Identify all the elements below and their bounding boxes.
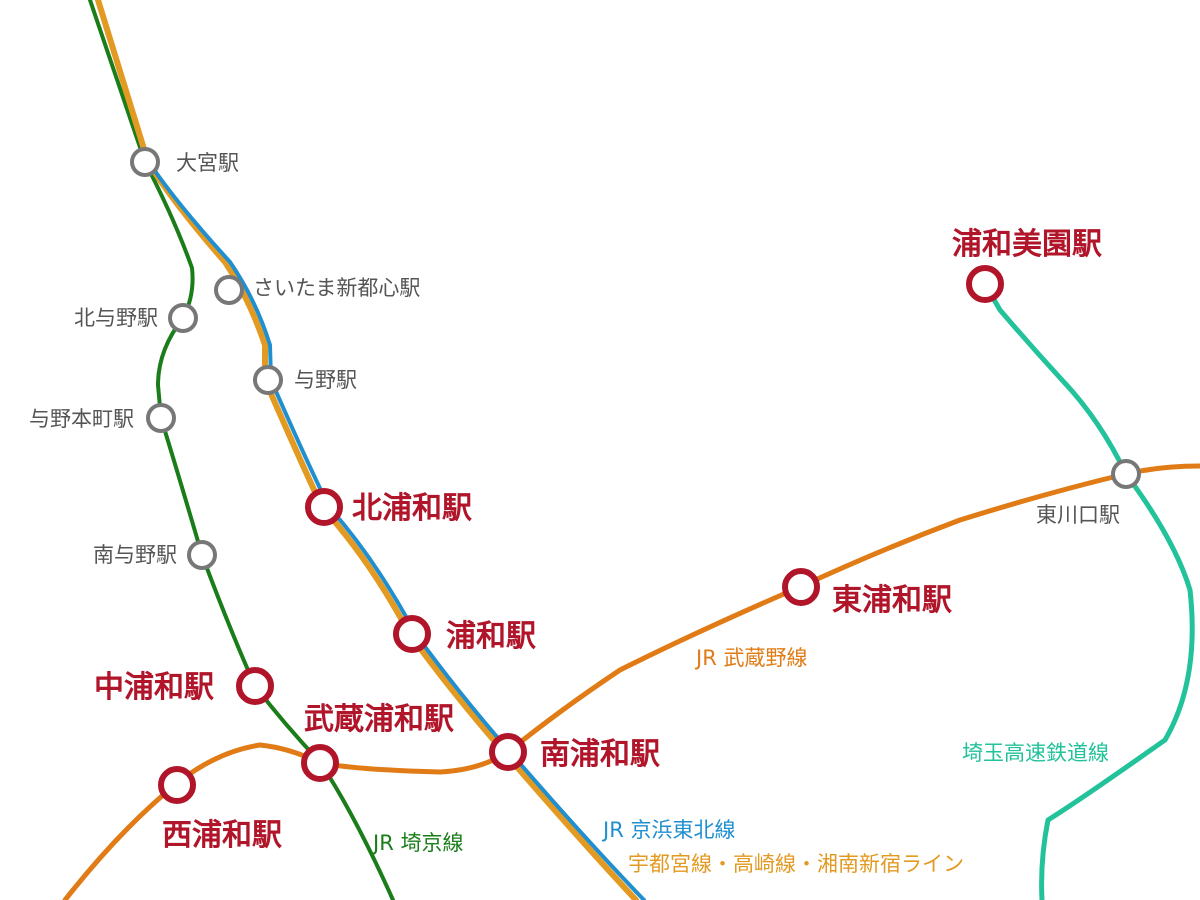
station-label-urawa: 浦和駅	[446, 619, 536, 654]
saitama-railway-line	[982, 281, 1195, 900]
station-label-urawa-misono: 浦和美園駅	[952, 227, 1102, 262]
station-marker-yono-hommachi[interactable]	[146, 403, 176, 433]
station-label-nishi-urawa: 西浦和駅	[162, 818, 282, 853]
line-label-keihin-tohoku: JR 京浜東北線	[601, 818, 735, 842]
station-marker-urawa[interactable]	[393, 615, 431, 653]
station-marker-musashi-urawa[interactable]	[301, 744, 339, 782]
station-label-omiya: 大宮駅	[176, 151, 239, 175]
station-marker-omiya[interactable]	[130, 147, 160, 177]
line-label-utsunomiya: 宇都宮線・高崎線・湘南新宿ライン	[628, 852, 964, 876]
station-marker-saitama-shintoshin[interactable]	[214, 275, 244, 305]
station-marker-yono[interactable]	[253, 365, 283, 395]
station-marker-minami-yono[interactable]	[187, 540, 217, 570]
station-label-yono: 与野駅	[294, 368, 357, 392]
station-marker-higashi-urawa[interactable]	[782, 568, 820, 606]
line-label-musashino: JR 武蔵野線	[694, 646, 807, 670]
musashino-line	[62, 463, 1200, 900]
line-label-saitama-railway: 埼玉高速鉄道線	[962, 741, 1109, 765]
station-label-naka-urawa: 中浦和駅	[94, 670, 214, 705]
station-label-saitama-shintoshin: さいたま新都心駅	[253, 276, 420, 300]
station-label-higashi-urawa: 東浦和駅	[832, 583, 952, 618]
station-marker-naka-urawa[interactable]	[236, 667, 274, 705]
station-label-kita-yono: 北与野駅	[74, 306, 158, 330]
station-label-musashi-urawa: 武蔵浦和駅	[304, 702, 454, 737]
station-marker-nishi-urawa[interactable]	[158, 766, 196, 804]
station-marker-minami-urawa[interactable]	[489, 733, 527, 771]
station-label-higashi-kawaguchi: 東川口駅	[1036, 503, 1120, 527]
station-marker-kita-urawa[interactable]	[305, 488, 343, 526]
station-marker-urawa-misono[interactable]	[966, 265, 1004, 303]
station-label-kita-urawa: 北浦和駅	[352, 491, 472, 526]
station-marker-kita-yono[interactable]	[168, 303, 198, 333]
station-label-minami-yono: 南与野駅	[93, 543, 177, 567]
line-label-saikyo: JR 埼京線	[371, 831, 463, 855]
station-marker-higashi-kawaguchi[interactable]	[1111, 459, 1141, 489]
keihin-tohoku-line	[148, 162, 646, 900]
station-label-yono-hommachi: 与野本町駅	[29, 407, 134, 431]
station-label-minami-urawa: 南浦和駅	[540, 737, 660, 772]
